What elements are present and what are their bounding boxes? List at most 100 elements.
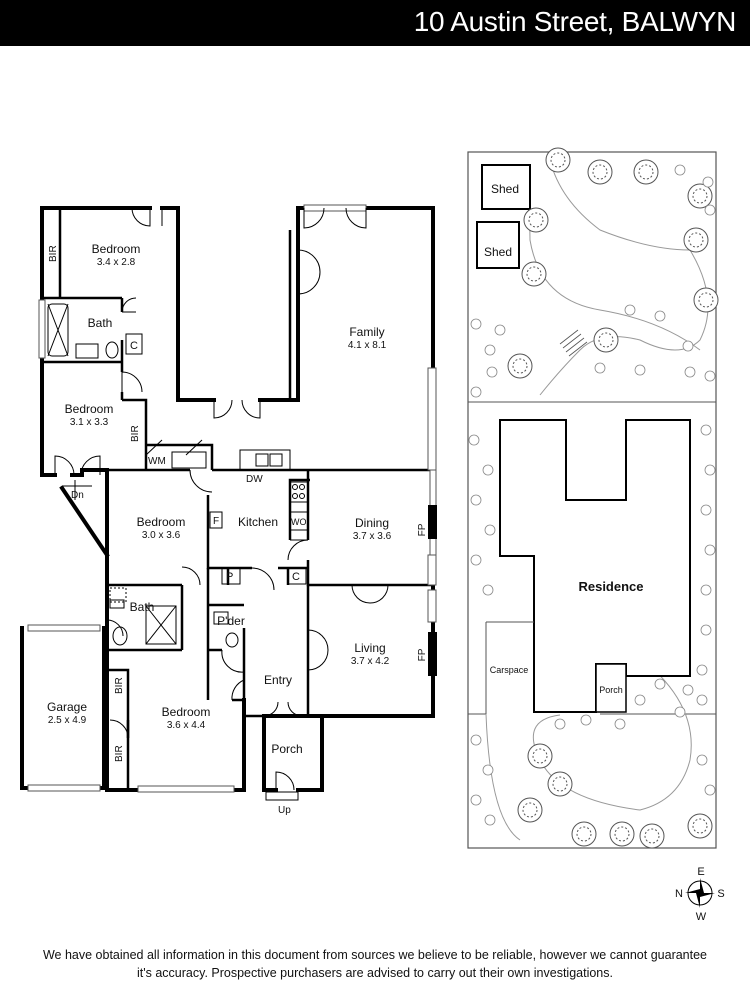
- shrub-icon: [482, 464, 494, 476]
- fireplace-label-2: FP: [417, 648, 428, 661]
- shrub-icon: [700, 504, 712, 516]
- compass-north: N: [675, 888, 683, 900]
- shrub-icon: [700, 624, 712, 636]
- bir-label-1: BIR: [48, 245, 59, 262]
- cupboard-label-1: C: [130, 340, 138, 352]
- room-label-family: Family: [349, 325, 384, 339]
- room-label-bath-2: Bath: [130, 600, 155, 614]
- tree-canopy-icon: [638, 164, 654, 180]
- carspace-label: Carspace: [490, 665, 529, 675]
- room-label-kitchen: Kitchen: [238, 515, 278, 529]
- tree-canopy-icon: [512, 358, 528, 374]
- compass-icon: [685, 878, 715, 908]
- stairs-down-label: Dn: [71, 490, 84, 501]
- shrub-icon: [482, 764, 494, 776]
- shrub-icon: [702, 176, 714, 188]
- floor-plan: [20, 204, 437, 793]
- fridge-label: F: [213, 516, 219, 527]
- tree-canopy-icon: [614, 826, 630, 842]
- tree-canopy-icon: [692, 188, 708, 204]
- shrub-icon: [482, 584, 494, 596]
- room-label-porch: Porch: [271, 742, 302, 756]
- shrub-icon: [484, 344, 496, 356]
- tree-canopy-icon: [526, 266, 542, 282]
- fireplace-label-1: FP: [417, 523, 428, 536]
- bir-label-4: BIR: [114, 745, 125, 762]
- shed-label-1: Shed: [491, 182, 519, 196]
- shrub-icon: [494, 324, 506, 336]
- shrub-icon: [580, 714, 592, 726]
- shrub-icon: [674, 706, 686, 718]
- disclaimer-line-2: it's accuracy. Prospective purchasers ar…: [137, 966, 613, 980]
- washing-machine-label: WM: [148, 456, 166, 467]
- cupboard-label-2: C: [292, 571, 300, 583]
- shrub-icon: [468, 434, 480, 446]
- tree-canopy-icon: [688, 232, 704, 248]
- bir-label-3: BIR: [114, 677, 125, 694]
- disclaimer: We have obtained all information in this…: [0, 946, 750, 982]
- shrub-icon: [470, 734, 482, 746]
- shrub-icon: [634, 694, 646, 706]
- pantry-label: P: [226, 571, 233, 583]
- tree-canopy-icon: [532, 748, 548, 764]
- room-label-entry: Entry: [264, 673, 292, 687]
- compass-south: S: [717, 888, 724, 900]
- tree-canopy-icon: [592, 164, 608, 180]
- room-label-garage: Garage: [47, 700, 87, 714]
- room-label-powder: P'der: [217, 614, 245, 628]
- room-label-bedroom-4: Bedroom: [162, 705, 211, 719]
- shrub-icon: [554, 718, 566, 730]
- room-dims-bedroom-1: 3.4 x 2.8: [97, 257, 136, 268]
- shed-label-2: Shed: [484, 245, 512, 259]
- site-porch-label: Porch: [599, 685, 623, 695]
- header-bar: 10 Austin Street, BALWYN: [0, 0, 750, 46]
- tree-canopy-icon: [552, 776, 568, 792]
- shrub-icon: [674, 164, 686, 176]
- shrub-icon: [682, 340, 694, 352]
- shrub-icon: [704, 464, 716, 476]
- tree-canopy-icon: [522, 802, 538, 818]
- shrub-icon: [704, 370, 716, 382]
- tree-canopy-icon: [692, 818, 708, 834]
- room-dims-dining: 3.7 x 3.6: [353, 531, 392, 542]
- shrub-icon: [700, 424, 712, 436]
- property-address-title: 10 Austin Street, BALWYN: [413, 6, 737, 37]
- room-label-dining: Dining: [355, 516, 389, 530]
- shrub-icon: [470, 554, 482, 566]
- room-dims-living: 3.7 x 4.2: [351, 656, 390, 667]
- tree-canopy-icon: [550, 152, 566, 168]
- shrub-icon: [486, 366, 498, 378]
- shrub-icon: [704, 204, 716, 216]
- shrub-icon: [484, 814, 496, 826]
- tree-canopy-icon: [598, 332, 614, 348]
- room-dims-bedroom-4: 3.6 x 4.4: [167, 720, 206, 731]
- shrub-icon: [594, 362, 606, 374]
- shrub-icon: [470, 318, 482, 330]
- wall-oven-label: WO: [291, 517, 307, 527]
- shrub-icon: [470, 386, 482, 398]
- disclaimer-line-1: We have obtained all information in this…: [42, 948, 708, 962]
- room-dims-family: 4.1 x 8.1: [348, 340, 387, 351]
- room-dims-garage: 2.5 x 4.9: [48, 715, 87, 726]
- shrub-icon: [682, 684, 694, 696]
- tree-canopy-icon: [698, 292, 714, 308]
- shrub-icon: [684, 366, 696, 378]
- shrub-icon: [704, 544, 716, 556]
- shrub-icon: [654, 678, 666, 690]
- tree-canopy-icon: [528, 212, 544, 228]
- dishwasher-label: DW: [246, 474, 263, 485]
- room-label-bedroom-1: Bedroom: [92, 242, 141, 256]
- shrub-icon: [696, 664, 708, 676]
- shrub-icon: [654, 310, 666, 322]
- shrub-icon: [614, 718, 626, 730]
- residence-label: Residence: [578, 579, 643, 594]
- compass-west: W: [696, 911, 707, 923]
- room-dims-bedroom-2: 3.1 x 3.3: [70, 417, 109, 428]
- shrub-icon: [624, 304, 636, 316]
- room-dims-bedroom-3: 3.0 x 3.6: [142, 530, 181, 541]
- tree-canopy-icon: [644, 828, 660, 844]
- shrub-icon: [470, 794, 482, 806]
- bir-label-2: BIR: [130, 425, 141, 442]
- shrub-icon: [696, 754, 708, 766]
